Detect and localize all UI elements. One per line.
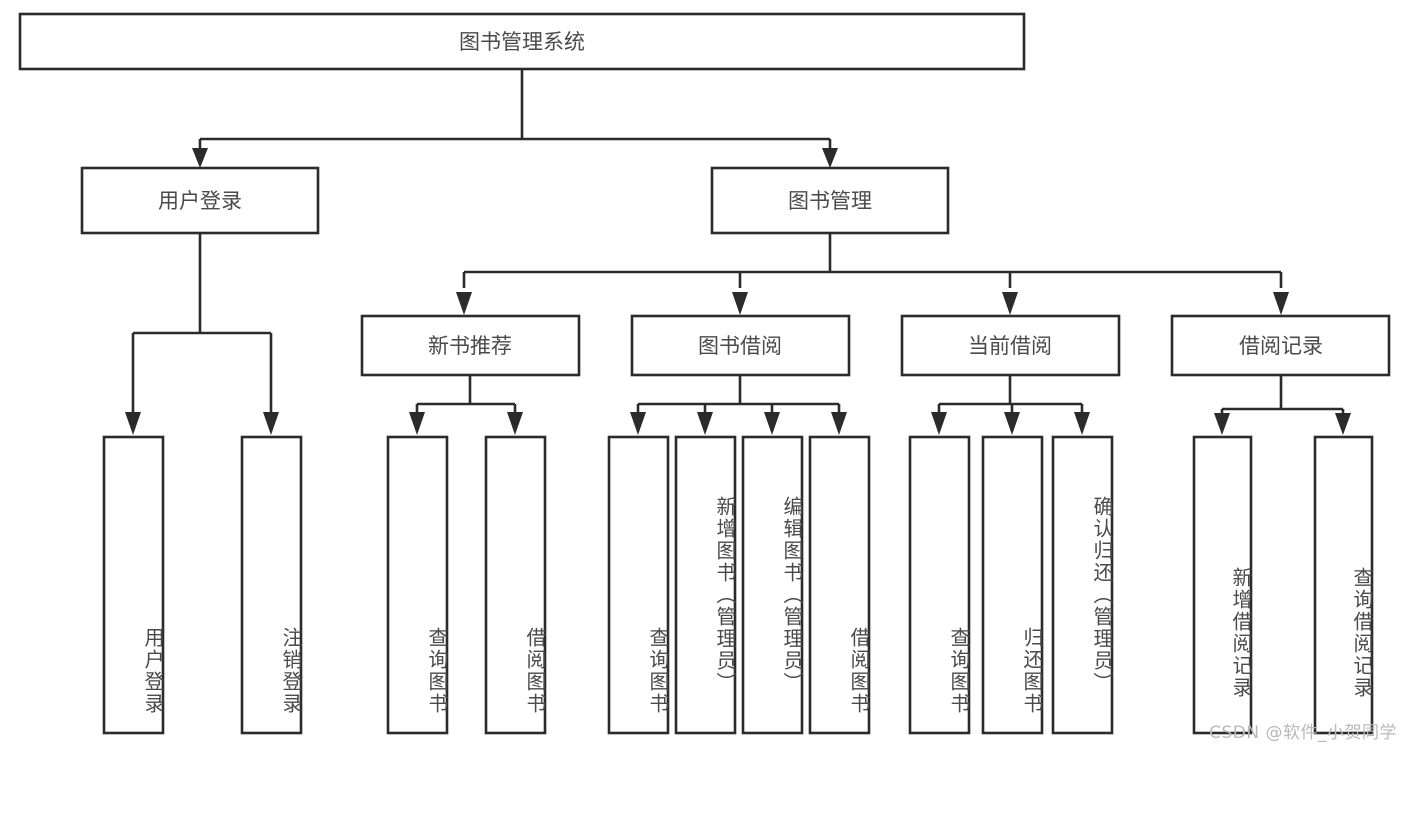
leaf-add-book-box[interactable] <box>674 435 737 735</box>
node-book-borrow-label: 图书借阅 <box>698 334 782 358</box>
node-current-borrow-box[interactable] <box>900 314 1121 377</box>
watermark-text: CSDN @软件_小贺同学 <box>1209 723 1397 743</box>
arrowhead-leaf-query-book-3 <box>931 412 947 435</box>
node-book-manage-label: 图书管理 <box>788 189 872 213</box>
node-title-label: 图书管理系统 <box>459 30 585 54</box>
leaf-query-book-2-box[interactable] <box>607 435 670 735</box>
node-book-borrow-box[interactable] <box>630 314 851 377</box>
leaf-add-record-box[interactable] <box>1192 435 1253 735</box>
leaf-borrow-book-1-box[interactable] <box>484 435 547 735</box>
node-book-manage[interactable]: 图书管理 <box>710 166 950 235</box>
leaf-edit-book-box[interactable] <box>741 435 804 735</box>
node-title[interactable]: 图书管理系统 <box>18 12 1026 71</box>
node-current-borrow[interactable]: 当前借阅 <box>900 314 1121 377</box>
leaf-query-record-box[interactable] <box>1313 435 1374 735</box>
node-user-login[interactable]: 用户登录 <box>80 166 320 235</box>
arrowhead-leaf-query-record <box>1335 413 1351 435</box>
node-borrow-record[interactable]: 借阅记录 <box>1170 314 1391 377</box>
leaf-logout-login-box[interactable] <box>240 435 303 735</box>
node-borrow-record-box[interactable] <box>1170 314 1391 377</box>
flowchart-canvas: 图书管理系统 用户登录 图书管理 新书推荐 图书借阅 当前借阅 借阅记录 <box>18 12 1397 743</box>
leaf-box-layer <box>102 435 1374 735</box>
flowchart-svg: 图书管理系统 用户登录 图书管理 新书推荐 图书借阅 当前借阅 借阅记录 <box>18 12 1391 735</box>
arrowhead-user-login <box>192 148 208 168</box>
arrowhead-leaf-query-book-2 <box>630 412 646 435</box>
node-book-borrow[interactable]: 图书借阅 <box>630 314 851 377</box>
node-user-login-label: 用户登录 <box>158 189 242 213</box>
arrowhead-current-borrow <box>1002 292 1018 315</box>
arrowhead-book-manage <box>822 148 838 168</box>
leaf-query-book-1-box[interactable] <box>386 435 449 735</box>
arrowhead-leaf-add-book <box>697 412 713 435</box>
arrowhead-new-book-rec <box>456 292 472 315</box>
node-title-box[interactable] <box>18 12 1026 71</box>
node-borrow-record-label: 借阅记录 <box>1239 334 1323 358</box>
leaf-return-book-box[interactable] <box>981 435 1044 735</box>
node-new-book-rec-box[interactable] <box>360 314 581 377</box>
arrowhead-leaf-borrow-book-2 <box>831 412 847 435</box>
leaf-user-login-box[interactable] <box>102 435 165 735</box>
node-current-borrow-label: 当前借阅 <box>968 334 1052 358</box>
arrowhead-book-borrow <box>732 292 748 315</box>
node-user-login-box[interactable] <box>80 166 320 235</box>
arrowhead-leaf-add-record <box>1214 413 1230 435</box>
leaf-confirm-return-box[interactable] <box>1051 435 1114 735</box>
connector-layer <box>125 69 1351 435</box>
arrowhead-leaf-query-book-1 <box>409 412 425 435</box>
node-new-book-rec[interactable]: 新书推荐 <box>360 314 581 377</box>
arrowhead-leaf-user-login <box>125 412 141 435</box>
arrowhead-leaf-borrow-book-1 <box>507 412 523 435</box>
arrowhead-leaf-return-book <box>1004 412 1020 435</box>
arrowhead-leaf-logout-login <box>263 412 279 435</box>
leaf-query-book-3-box[interactable] <box>908 435 971 735</box>
arrowhead-leaf-confirm-return <box>1074 412 1090 435</box>
leaf-borrow-book-2-box[interactable] <box>808 435 871 735</box>
arrowhead-borrow-record <box>1273 292 1289 315</box>
node-book-manage-box[interactable] <box>710 166 950 235</box>
node-new-book-rec-label: 新书推荐 <box>428 334 512 358</box>
arrowhead-leaf-edit-book <box>764 412 780 435</box>
